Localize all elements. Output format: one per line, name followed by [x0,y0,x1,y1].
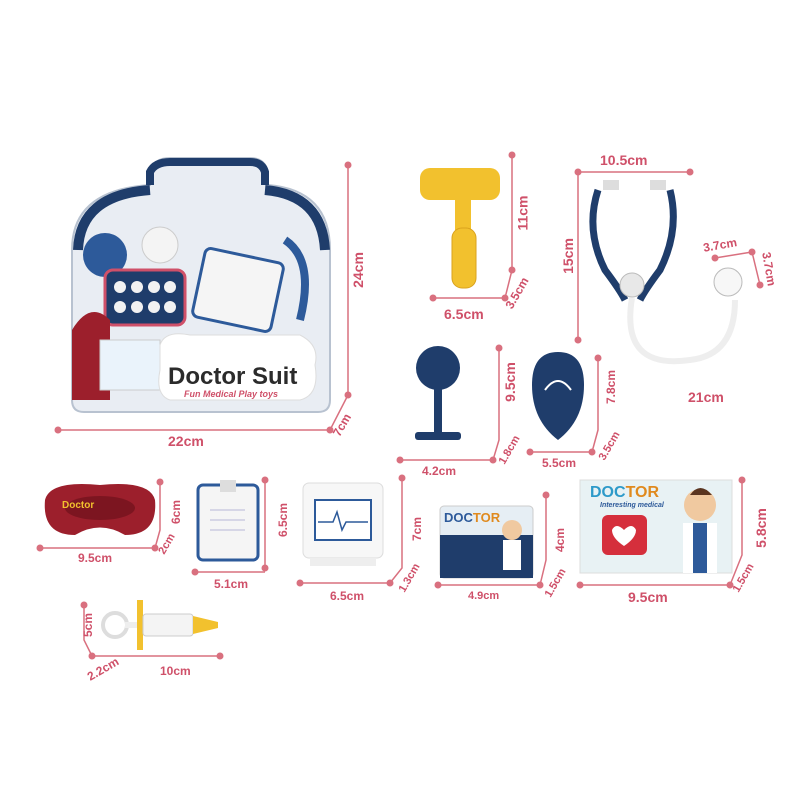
card-title-part1: DOC [444,510,473,525]
small-doctor-card [439,505,534,579]
clipboard-width-label: 5.1cm [214,577,249,591]
stethoscope-length-label: 21cm [688,389,724,405]
otoscope-width-label: 4.2cm [422,464,457,478]
case-height-label: 24cm [349,252,366,288]
card-title-part1: DOC [590,484,626,501]
syringe-height-label: 5cm [81,612,96,638]
otoscope [415,346,461,440]
stethoscope [589,180,743,365]
monitor-height-label: 7cm [410,516,425,542]
reflex-hammer [420,168,500,289]
stethoscope-height-label: 15cm [559,238,576,274]
hammer-width-label: 6.5cm [444,306,484,322]
large-card-height-label: 5.8cm [752,508,769,548]
basin-logo: Doctor [62,500,95,511]
clipboard-height-label: 6.5cm [276,502,291,538]
small-card-width-label: 4.9cm [468,590,500,602]
monitor-width-label: 6.5cm [330,589,365,603]
toy-syringe [101,600,218,650]
kidney-basin [44,484,156,535]
case-title: Doctor Suit [168,363,298,390]
scanner-toy [532,352,584,440]
card-title-part2: TOR [625,484,660,501]
large-card-title: DOCTOR [590,484,659,502]
scanner-width-label: 5.5cm [542,456,577,470]
large-doctor-card [579,479,733,574]
heart-monitor [302,482,384,566]
large-card-subtitle: Interesting medical [600,502,664,509]
case-width-label: 22cm [168,433,204,449]
basin-width-label: 9.5cm [78,551,113,565]
scanner-height-label: 7.8cm [604,369,619,405]
small-card-title: DOCTOR [444,510,500,525]
case-subtitle: Fun Medical Play toys [184,389,279,399]
clipboard-toy [196,480,260,562]
small-card-height-label: 4cm [553,527,568,553]
dimension-dots [36,151,764,660]
dimension-lines [40,155,761,657]
stethoscope-width-label: 10.5cm [600,152,648,168]
doctor-case [71,157,331,413]
hammer-height-label: 11cm [514,195,531,231]
large-card-width-label: 9.5cm [628,589,668,605]
syringe-length-label: 10cm [160,664,191,678]
card-title-part2: TOR [472,510,501,525]
basin-height-label: 6cm [169,499,184,525]
otoscope-height-label: 9.5cm [501,362,518,402]
